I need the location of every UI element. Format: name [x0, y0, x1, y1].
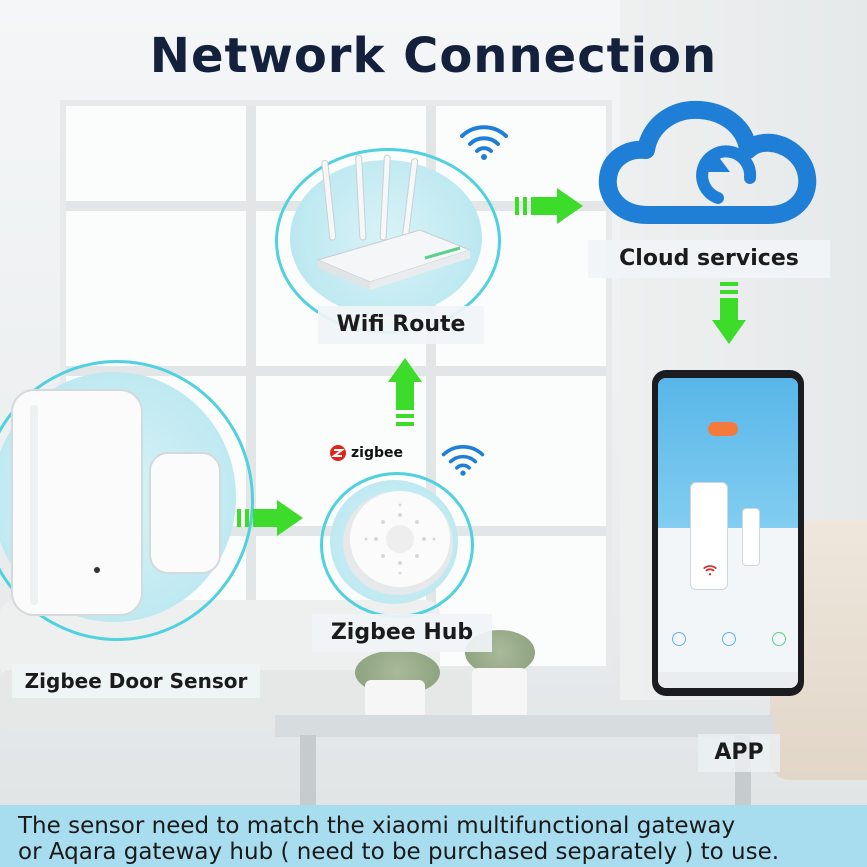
background-table-leg — [300, 735, 316, 815]
app-sensor-magnet — [742, 508, 760, 566]
arrow-up-icon — [388, 358, 422, 426]
sensor-label: Zigbee Door Sensor — [12, 664, 260, 698]
app-nav-bar — [658, 672, 798, 688]
app-tab-icon[interactable] — [772, 632, 786, 646]
app-home-chip — [708, 422, 738, 436]
cloud-label: Cloud services — [588, 240, 830, 278]
window-frame — [426, 106, 436, 666]
router-icon — [316, 154, 472, 290]
hub-icon — [343, 491, 453, 595]
zigbee-logo-icon — [330, 445, 346, 461]
hub-label: Zigbee Hub — [312, 614, 492, 652]
page-title: Network Connection — [149, 28, 718, 84]
footer-line-2: or Aqara gateway hub ( need to be purcha… — [18, 839, 780, 865]
arrow-right-icon — [515, 188, 583, 224]
footer-note: The sensor need to match the xiaomi mult… — [0, 805, 867, 867]
app-header — [658, 378, 798, 528]
app-tab-icon[interactable] — [672, 632, 686, 646]
wifi-icon — [441, 445, 485, 476]
app-screen — [658, 378, 798, 688]
zigbee-brand: zigbee — [330, 445, 403, 461]
arrow-down-icon — [712, 282, 746, 344]
app-tab-icon[interactable] — [722, 632, 736, 646]
window-frame — [66, 366, 606, 376]
status-bar — [658, 378, 798, 388]
arrow-right-icon — [237, 500, 303, 536]
cloud-sync-icon — [598, 100, 817, 224]
zigbee-brand-text: zigbee — [351, 445, 403, 461]
phone-device — [652, 370, 804, 696]
app-sensor-body — [690, 482, 728, 590]
background-table — [275, 715, 775, 737]
sensor-ring — [0, 360, 254, 641]
router-label: Wifi Route — [318, 306, 484, 344]
door-sensor-icon — [11, 389, 221, 616]
app-label: APP — [698, 734, 780, 772]
wifi-icon — [703, 565, 717, 576]
window-frame — [246, 106, 256, 666]
wifi-icon — [460, 125, 508, 160]
footer-line-1: The sensor need to match the xiaomi mult… — [18, 813, 736, 839]
